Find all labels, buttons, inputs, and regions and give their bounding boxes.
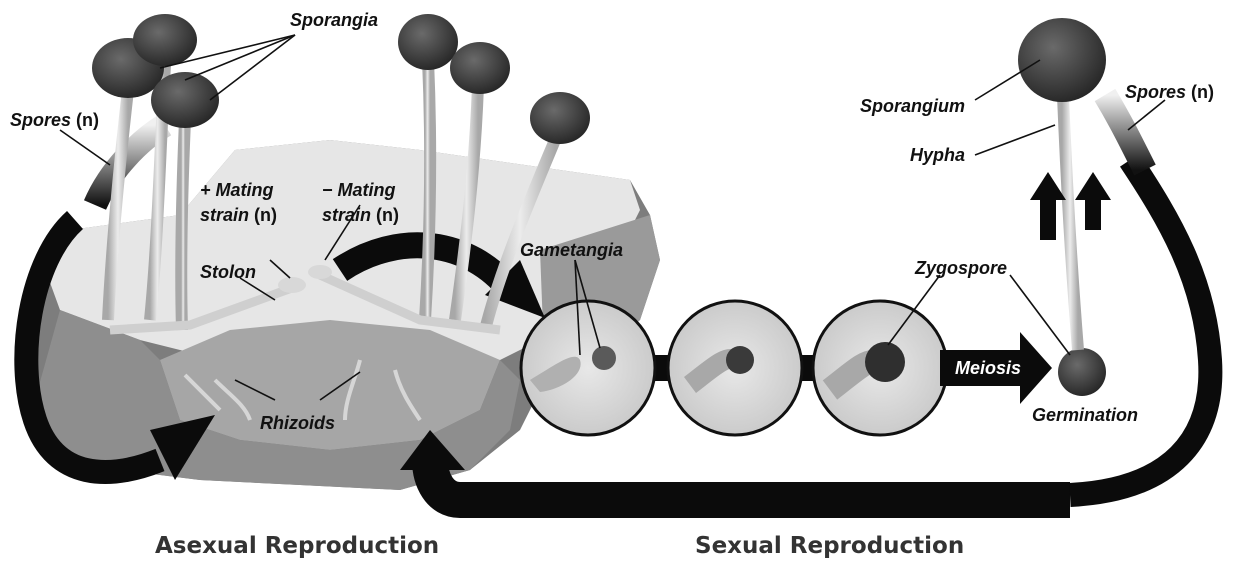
label-plus-mating-strain: strain [200,205,249,225]
label-plus-mating-ploidy: (n) [254,205,277,225]
label-plus-mating-line1: + Mating [200,180,274,200]
label-minus-mating-strain: strain [322,205,371,225]
label-germination: Germination [1032,405,1138,425]
label-minus-mating-line1: − Mating [322,180,396,200]
label-sporangia: Sporangia [290,10,378,30]
caption-asexual: Asexual Reproduction [155,533,439,559]
caption-sexual: Sexual Reproduction [695,533,964,559]
label-spores-left: Spores (n) [10,110,99,130]
label-spores-right-text: Spores [1125,82,1186,102]
label-spores-left-text: Spores [10,110,71,130]
label-spores-right-ploidy: (n) [1191,82,1214,102]
plus-hypha-tip [278,277,306,293]
label-gametangia: Gametangia [520,240,623,260]
gametangia-stages [521,301,947,435]
label-stolon: Stolon [200,262,256,282]
label-rhizoids: Rhizoids [260,413,335,433]
label-plus-mating-line2: strain (n) [200,205,277,225]
label-minus-mating-line2: strain (n) [322,205,399,225]
label-zygospore: Zygospore [915,258,1007,278]
label-meiosis: Meiosis [955,358,1021,378]
up-arrow-1 [1030,172,1066,240]
label-sporangium: Sporangium [860,96,965,116]
label-hypha: Hypha [910,145,965,165]
sexual-cycle-arrow [1070,95,1210,495]
minus-hypha-tip [308,265,332,279]
label-minus-mating-ploidy: (n) [376,205,399,225]
label-spores-left-ploidy: (n) [76,110,99,130]
up-arrow-2 [1075,172,1111,230]
label-spores-right: Spores (n) [1125,82,1214,102]
